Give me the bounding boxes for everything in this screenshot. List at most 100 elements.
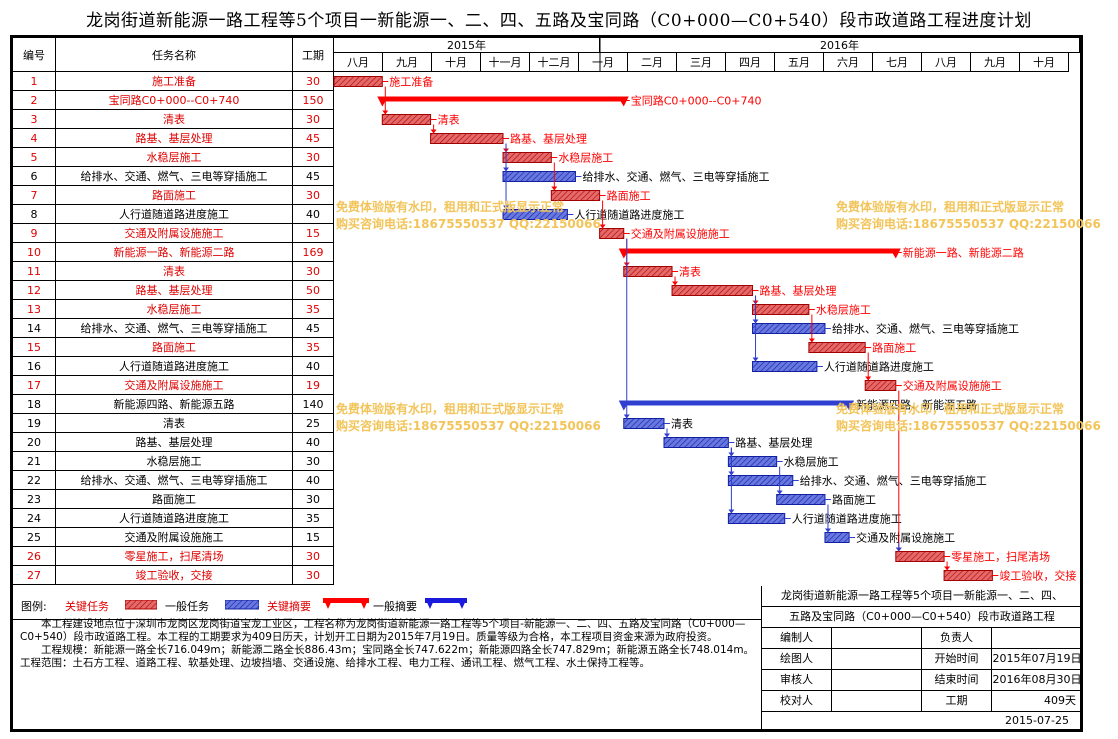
info-panel: 龙岗街道新能源一路工程等5个项目一新能源一、二、四、 五路及宝同路（C0+000… bbox=[761, 586, 1082, 730]
task-duration: 50 bbox=[293, 281, 334, 300]
task-name: 交通及附属设施施工 bbox=[56, 376, 293, 395]
year-2015: 2015年 bbox=[334, 38, 600, 53]
task-id: 1 bbox=[13, 72, 56, 91]
start-value: 2015年07月19日 bbox=[992, 649, 1082, 670]
task-id: 3 bbox=[13, 110, 56, 129]
task-id: 25 bbox=[13, 528, 56, 547]
col-header-id: 编号 bbox=[13, 38, 56, 72]
task-name: 路基、基层处理 bbox=[56, 129, 293, 148]
task-id: 5 bbox=[13, 148, 56, 167]
task-id: 7 bbox=[13, 186, 56, 205]
task-id: 4 bbox=[13, 129, 56, 148]
task-name: 宝同路C0+000--C0+740 bbox=[56, 91, 293, 110]
task-id: 18 bbox=[13, 395, 56, 414]
task-duration: 35 bbox=[293, 338, 334, 357]
month-header: 十月 bbox=[432, 53, 481, 72]
task-name: 水稳层施工 bbox=[56, 148, 293, 167]
task-duration: 30 bbox=[293, 186, 334, 205]
info-project-line1: 龙岗街道新能源一路工程等5个项目一新能源一、二、四、 bbox=[762, 586, 1082, 607]
task-name: 零星施工，扫尾清场 bbox=[56, 547, 293, 566]
description-paragraph: 本工程建设地点位于深圳市龙岗区龙岗街道宝龙工业区，工程名称为龙岗街道新能源一路工… bbox=[20, 618, 746, 643]
month-header: 八月 bbox=[334, 53, 383, 72]
checker-value bbox=[832, 691, 922, 712]
month-header: 一月 bbox=[579, 53, 628, 72]
task-duration: 30 bbox=[293, 566, 334, 585]
task-duration: 40 bbox=[293, 433, 334, 452]
watermark: 免费体验版有水印，租用和正式版显示正常购买咨询电话:18675550537 QQ… bbox=[336, 402, 601, 433]
month-header: 十月 bbox=[1020, 53, 1069, 72]
task-name: 路基、基层处理 bbox=[56, 433, 293, 452]
legend-normal-task-swatch bbox=[225, 600, 259, 610]
task-duration: 30 bbox=[293, 490, 334, 509]
task-name: 竣工验收，交接 bbox=[56, 566, 293, 585]
task-id: 23 bbox=[13, 490, 56, 509]
task-id: 12 bbox=[13, 281, 56, 300]
month-header: 十一月 bbox=[481, 53, 530, 72]
task-name: 新能源一路、新能源二路 bbox=[56, 243, 293, 262]
task-duration: 30 bbox=[293, 452, 334, 471]
task-duration: 40 bbox=[293, 205, 334, 224]
task-id: 14 bbox=[13, 319, 56, 338]
task-id: 13 bbox=[13, 300, 56, 319]
task-id: 16 bbox=[13, 357, 56, 376]
reviewer-value bbox=[832, 670, 922, 691]
legend-normal-summary-label: 一般摘要 bbox=[373, 600, 417, 613]
task-id: 6 bbox=[13, 167, 56, 186]
task-name: 水稳层施工 bbox=[56, 452, 293, 471]
page-title: 龙岗街道新能源一路工程等5个项目一新能源一、二、四、五路及宝同路（C0+000—… bbox=[86, 11, 1032, 31]
task-name: 路面施工 bbox=[56, 338, 293, 357]
month-header: 九月 bbox=[971, 53, 1020, 72]
task-id: 10 bbox=[13, 243, 56, 262]
task-name: 施工准备 bbox=[56, 72, 293, 91]
legend-critical-summary-swatch bbox=[323, 598, 369, 609]
task-id: 15 bbox=[13, 338, 56, 357]
watermark: 免费体验版有水印，租用和正式版显示正常购买咨询电话:18675550537 QQ… bbox=[836, 402, 1101, 433]
checker-label: 校对人 bbox=[762, 691, 832, 712]
task-name: 清表 bbox=[56, 414, 293, 433]
task-name: 路面施工 bbox=[56, 186, 293, 205]
task-id: 9 bbox=[13, 224, 56, 243]
task-id: 2 bbox=[13, 91, 56, 110]
task-duration: 150 bbox=[293, 91, 334, 110]
task-duration: 30 bbox=[293, 148, 334, 167]
task-duration: 35 bbox=[293, 509, 334, 528]
drawer-label: 绘图人 bbox=[762, 649, 832, 670]
duration-value: 409天 bbox=[992, 691, 1082, 712]
col-header-name: 任务名称 bbox=[56, 38, 293, 72]
description-paragraph: 工程规模：新能源一路全长716.049m；新能源二路全长886.43m；宝同路全… bbox=[20, 644, 755, 669]
legend-title: 图例: bbox=[21, 600, 47, 613]
task-id: 20 bbox=[13, 433, 56, 452]
year-2016: 2016年 bbox=[600, 38, 1080, 53]
task-name: 清表 bbox=[56, 262, 293, 281]
gantt-frame bbox=[10, 35, 1083, 732]
month-header: 十二月 bbox=[530, 53, 579, 72]
task-duration: 30 bbox=[293, 547, 334, 566]
